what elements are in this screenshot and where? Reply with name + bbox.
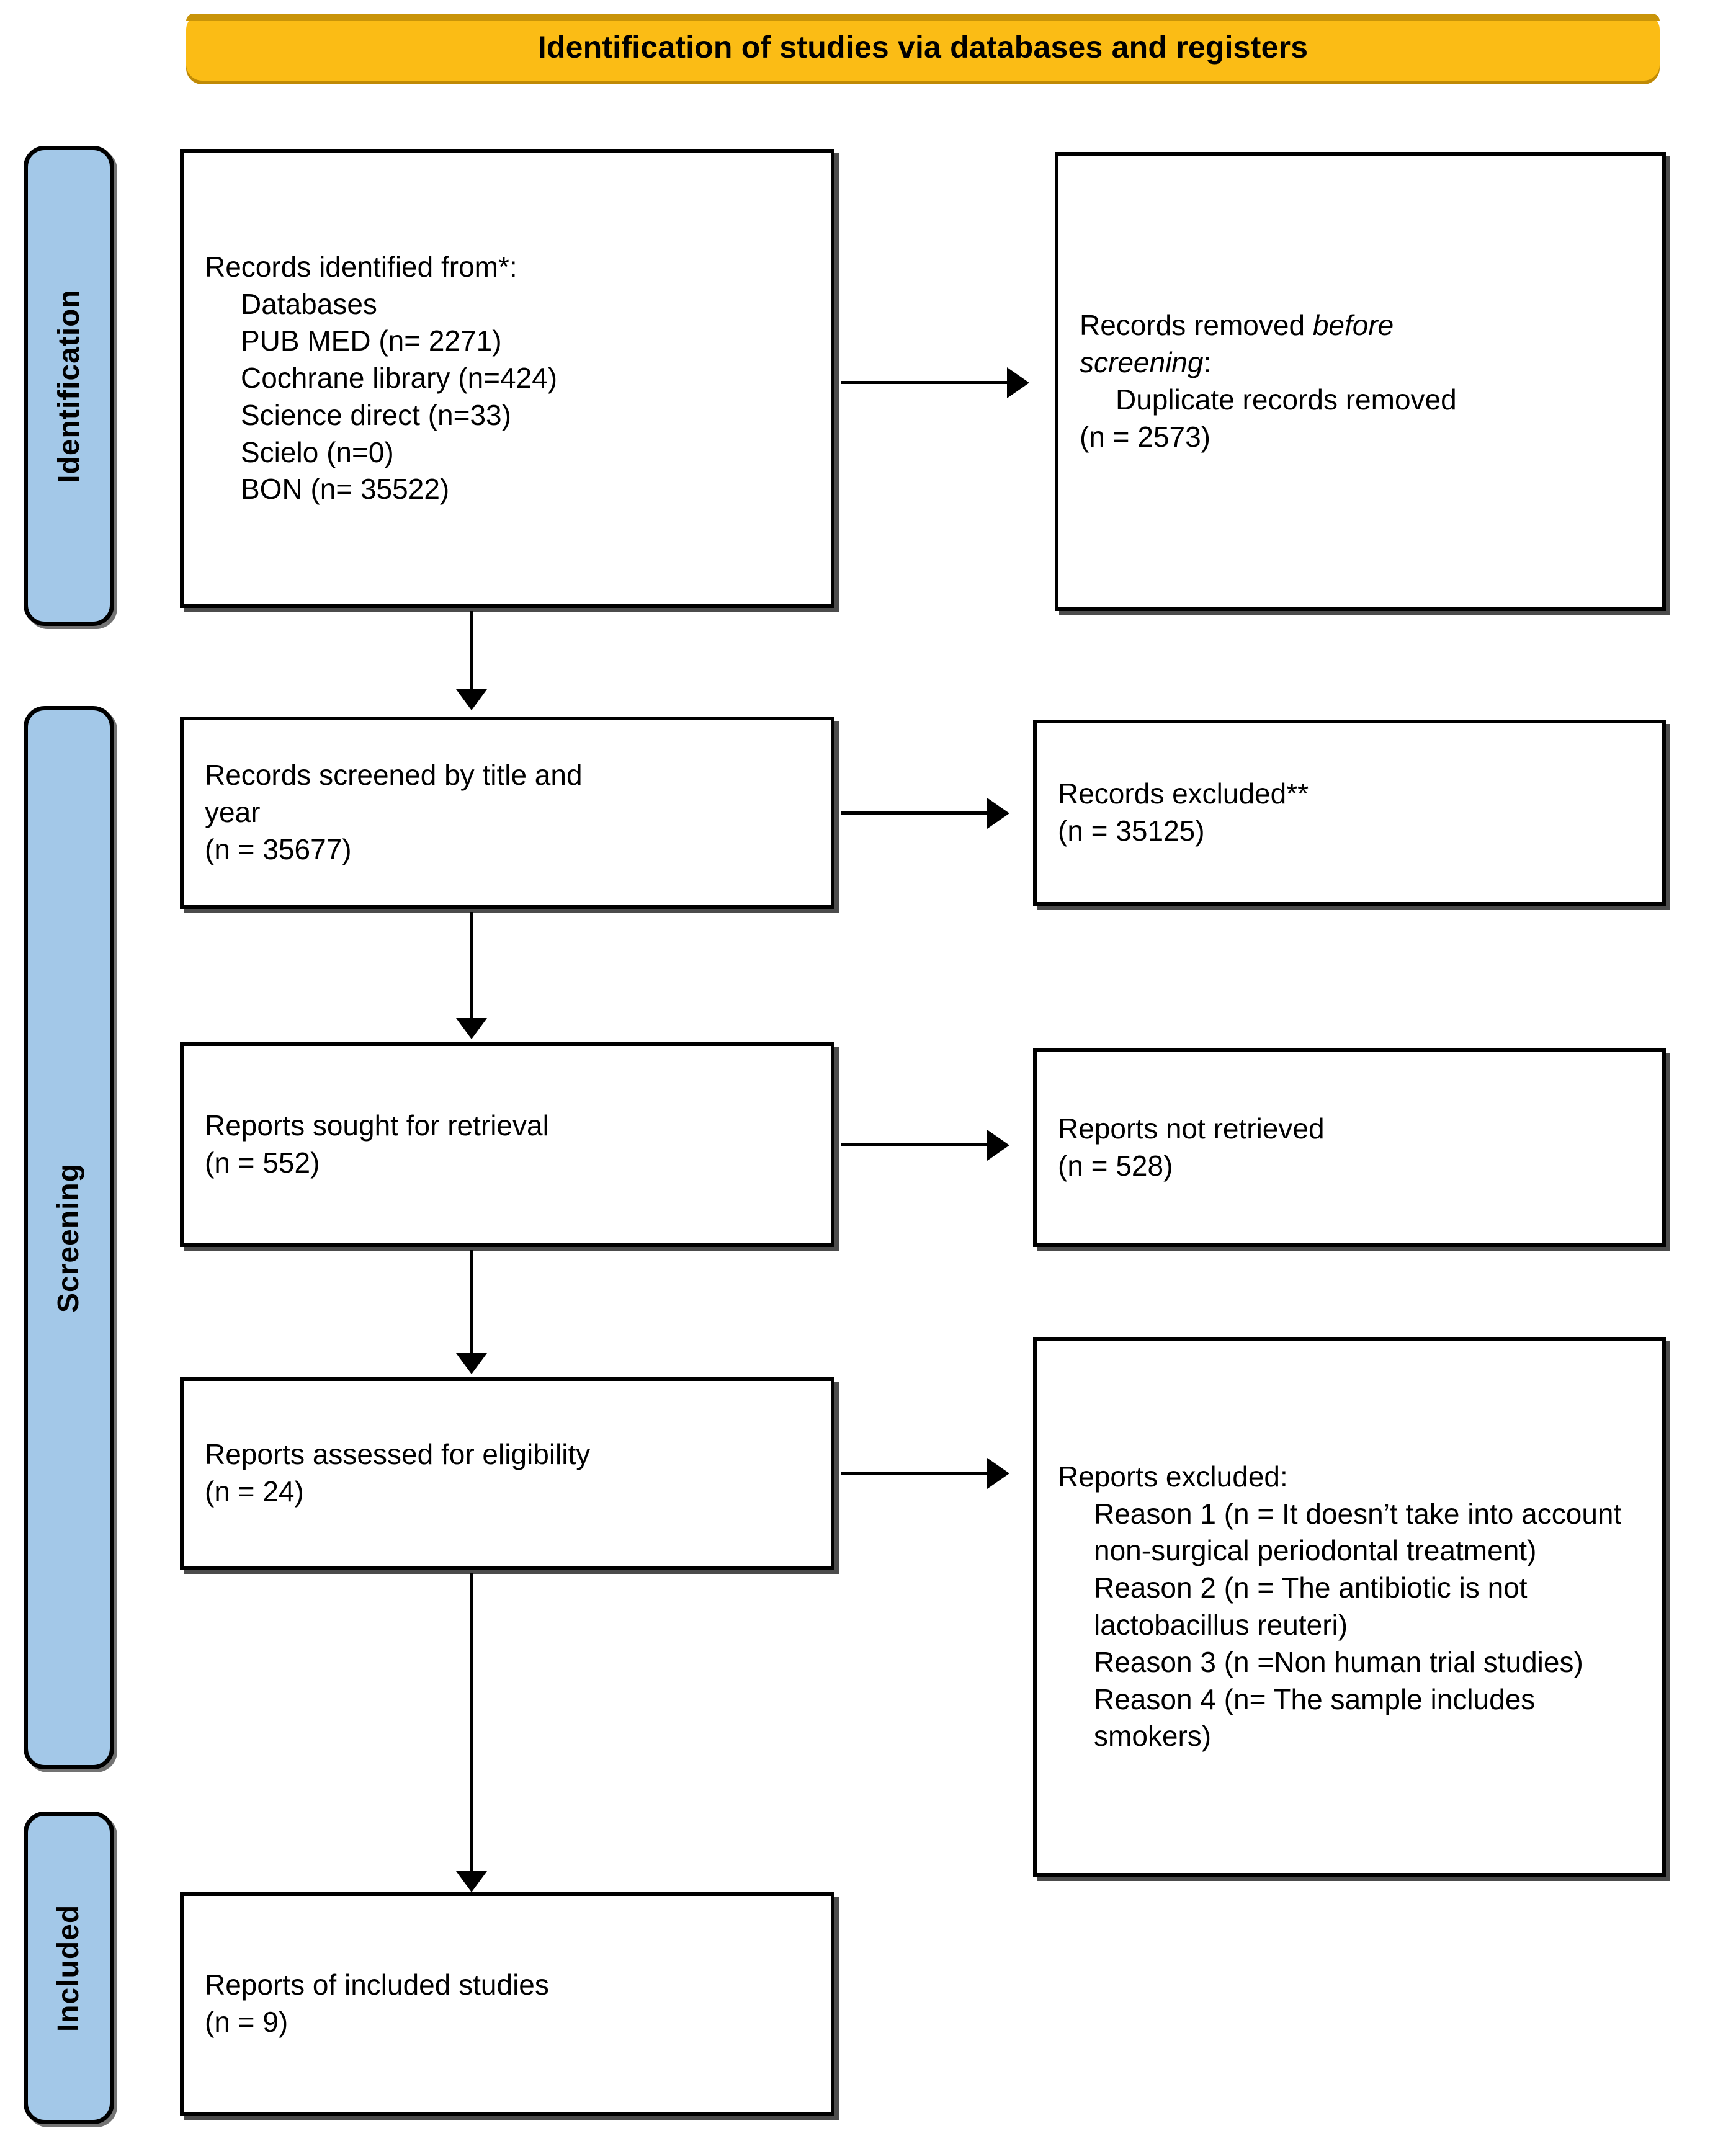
arrow-assessed-to-excluded xyxy=(841,1472,990,1475)
reports-assessed-line2: (n = 24) xyxy=(205,1475,304,1508)
records-identified-item-1: PUB MED (n= 2271) xyxy=(241,324,502,357)
records-screened-line2: year xyxy=(205,796,261,829)
records-removed-item1: Duplicate records removed xyxy=(1116,383,1457,416)
reports-excluded-reason-0: Reason 1 (n = It doesn’t take into accou… xyxy=(1094,1497,1622,1567)
stage-pill-screening: Screening xyxy=(24,706,114,1769)
reports-not-retrieved-line1: Reports not retrieved xyxy=(1058,1112,1325,1145)
arrow-screened-to-excluded xyxy=(841,811,990,815)
reports-included-line2: (n = 9) xyxy=(205,2006,289,2038)
records-removed-item2: (n = 2573) xyxy=(1080,420,1210,453)
box-records-removed-text: Records removed before screening: Duplic… xyxy=(1058,307,1662,455)
records-excluded-line2: (n = 35125) xyxy=(1058,815,1205,847)
stage-pill-included: Included xyxy=(24,1812,114,2124)
reports-assessed-line1: Reports assessed for eligibility xyxy=(205,1438,591,1471)
box-records-removed: Records removed before screening: Duplic… xyxy=(1055,152,1666,611)
box-reports-assessed: Reports assessed for eligibility (n = 24… xyxy=(180,1377,834,1570)
records-identified-item-5: BON (n= 35522) xyxy=(241,473,450,506)
reports-sought-line1: Reports sought for retrieval xyxy=(205,1109,549,1142)
arrow-screened-to-sought xyxy=(470,912,473,1021)
records-removed-line1-b: before xyxy=(1312,309,1394,342)
box-reports-included: Reports of included studies (n = 9) xyxy=(180,1892,834,2116)
arrow-sought-to-not-retrieved xyxy=(841,1143,990,1146)
arrow-sought-to-assessed xyxy=(470,1250,473,1356)
box-reports-not-retrieved-text: Reports not retrieved (n = 528) xyxy=(1037,1110,1662,1185)
reports-excluded-reason-1: Reason 2 (n = The antibiotic is not lact… xyxy=(1094,1571,1528,1641)
banner-top-edge xyxy=(186,14,1660,21)
box-reports-included-text: Reports of included studies (n = 9) xyxy=(184,1967,831,2041)
arrow-identified-to-removed xyxy=(841,381,1009,384)
box-reports-sought-text: Reports sought for retrieval (n = 552) xyxy=(184,1107,831,1182)
reports-excluded-heading: Reports excluded: xyxy=(1058,1460,1288,1493)
records-excluded-line1: Records excluded** xyxy=(1058,777,1309,810)
records-identified-item-2: Cochrane library (n=424) xyxy=(241,362,558,395)
records-removed-line1-a: Records removed xyxy=(1080,309,1313,342)
box-records-excluded-text: Records excluded** (n = 35125) xyxy=(1037,775,1662,850)
reports-included-line1: Reports of included studies xyxy=(205,1968,549,2001)
reports-sought-line2: (n = 552) xyxy=(205,1146,320,1179)
box-records-screened-text: Records screened by title and year (n = … xyxy=(184,757,831,868)
arrow-identified-to-screened xyxy=(470,611,473,692)
box-reports-assessed-text: Reports assessed for eligibility (n = 24… xyxy=(184,1436,831,1511)
records-screened-line1: Records screened by title and xyxy=(205,759,583,792)
reports-excluded-reason-2: Reason 3 (n =Non human trial studies) xyxy=(1094,1645,1583,1678)
records-identified-item-0: Databases xyxy=(241,287,377,320)
records-removed-line2-a: screening xyxy=(1080,346,1204,379)
banner-title: Identification of studies via databases … xyxy=(537,30,1309,65)
stage-label-identification: Identification xyxy=(52,288,86,483)
box-reports-excluded-text: Reports excluded: Reason 1 (n = It doesn… xyxy=(1037,1459,1662,1755)
diagram-header-banner: Identification of studies via databases … xyxy=(186,14,1660,81)
box-reports-sought: Reports sought for retrieval (n = 552) xyxy=(180,1042,834,1247)
records-screened-line3: (n = 35677) xyxy=(205,833,352,865)
records-identified-item-4: Scielo (n=0) xyxy=(241,436,394,468)
records-identified-heading: Records identified from*: xyxy=(205,250,517,283)
stage-label-screening: Screening xyxy=(52,1163,86,1313)
arrow-assessed-to-included xyxy=(470,1573,473,1874)
reports-not-retrieved-line2: (n = 528) xyxy=(1058,1150,1173,1182)
box-records-identified: Records identified from*: Databases PUB … xyxy=(180,149,834,608)
stage-pill-identification: Identification xyxy=(24,146,114,626)
box-records-identified-text: Records identified from*: Databases PUB … xyxy=(184,249,831,509)
box-records-screened: Records screened by title and year (n = … xyxy=(180,717,834,909)
box-records-excluded: Records excluded** (n = 35125) xyxy=(1033,720,1666,906)
stage-label-included: Included xyxy=(52,1904,86,2032)
records-identified-item-3: Science direct (n=33) xyxy=(241,398,511,431)
reports-excluded-reason-3: Reason 4 (n= The sample includes smokers… xyxy=(1094,1682,1536,1753)
box-reports-not-retrieved: Reports not retrieved (n = 528) xyxy=(1033,1048,1666,1247)
records-removed-line2-b: : xyxy=(1203,346,1212,379)
box-reports-excluded: Reports excluded: Reason 1 (n = It doesn… xyxy=(1033,1337,1666,1877)
